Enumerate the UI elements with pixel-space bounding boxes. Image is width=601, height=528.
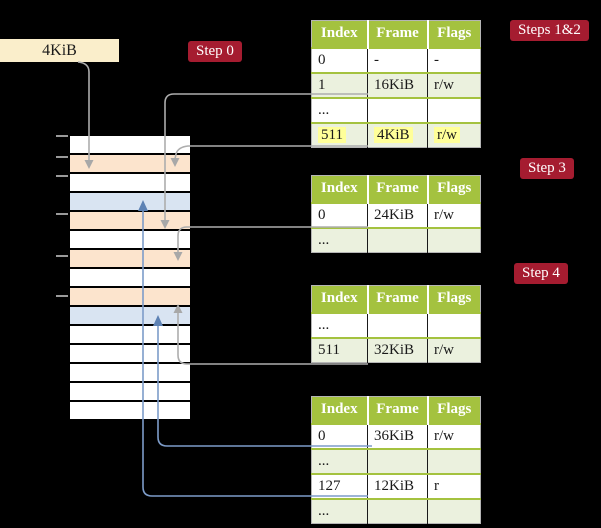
cell-index: ... <box>311 447 368 474</box>
page-table-steps-1-2: Index Frame Flags 0 - - 1 16KiB r/w ... … <box>311 20 481 148</box>
memory-row <box>70 402 190 419</box>
cell-index: 0 <box>311 201 368 228</box>
cell-flags <box>427 226 481 253</box>
memory-tick <box>56 156 68 158</box>
cell-index: 127 <box>311 472 368 499</box>
memory-row <box>70 364 190 383</box>
cell-flags: r/w <box>427 336 481 363</box>
cell-frame: 16KiB <box>367 71 428 98</box>
table-row: 0 36KiB r/w <box>311 422 481 449</box>
table-row: ... <box>311 447 481 474</box>
cell-flags <box>427 447 481 474</box>
cell-frame <box>367 447 428 474</box>
cell-flags: r/w <box>427 201 481 228</box>
table-header-row: Index Frame Flags <box>311 396 481 424</box>
cell-frame: - <box>367 46 428 73</box>
cell-index: 511 <box>311 121 368 148</box>
memory-row <box>70 174 190 193</box>
memory-row <box>70 136 190 155</box>
cell-index: ... <box>311 96 368 123</box>
cell-index: ... <box>311 311 368 338</box>
memory-row <box>70 155 190 174</box>
cell-flags: r/w <box>427 422 481 449</box>
cell-index: 511 <box>311 336 368 363</box>
memory-row <box>70 383 190 402</box>
table-row: ... <box>311 96 481 123</box>
cell-flags: r <box>427 472 481 499</box>
cell-flags: - <box>427 46 481 73</box>
cell-frame: 12KiB <box>367 472 428 499</box>
step-3-badge: Step 3 <box>520 158 574 179</box>
col-header-flags: Flags <box>427 175 481 203</box>
table-row: 1 16KiB r/w <box>311 71 481 98</box>
table-row: ... <box>311 226 481 253</box>
memory-tick <box>56 135 68 137</box>
page-table-step-4: Index Frame Flags ... 511 32KiB r/w <box>311 285 481 363</box>
col-header-index: Index <box>311 285 369 313</box>
cell-frame: 4KiB <box>367 121 428 148</box>
cell-frame <box>367 497 428 524</box>
page-size-label: 4KiB <box>42 41 77 59</box>
cell-index: 0 <box>311 46 368 73</box>
memory-tick <box>56 295 68 297</box>
page-table-final: Index Frame Flags 0 36KiB r/w ... 127 12… <box>311 396 481 524</box>
cell-index: 0 <box>311 422 368 449</box>
cell-frame <box>367 226 428 253</box>
highlighted-value: 511 <box>318 126 346 143</box>
table-header-row: Index Frame Flags <box>311 175 481 203</box>
table-row: 0 - - <box>311 46 481 73</box>
cell-frame <box>367 311 428 338</box>
col-header-index: Index <box>311 20 369 48</box>
table-row: ... <box>311 497 481 524</box>
step-4-badge: Step 4 <box>514 263 568 284</box>
col-header-frame: Frame <box>367 175 429 203</box>
memory-row <box>70 288 190 307</box>
page-size-box: 4KiB <box>0 39 119 62</box>
col-header-frame: Frame <box>367 396 429 424</box>
col-header-flags: Flags <box>427 396 481 424</box>
highlighted-value: r/w <box>434 126 460 143</box>
table-row: ... <box>311 311 481 338</box>
memory-row <box>70 307 190 326</box>
cell-frame: 36KiB <box>367 422 428 449</box>
highlighted-value: 4KiB <box>374 126 413 143</box>
table-row: 127 12KiB r <box>311 472 481 499</box>
memory-row <box>70 231 190 250</box>
cell-flags <box>427 311 481 338</box>
col-header-flags: Flags <box>427 20 481 48</box>
table-row: 511 32KiB r/w <box>311 336 481 363</box>
col-header-index: Index <box>311 175 369 203</box>
step-0-badge: Step 0 <box>188 41 242 62</box>
cell-flags: r/w <box>427 121 481 148</box>
cell-flags <box>427 497 481 524</box>
col-header-flags: Flags <box>427 285 481 313</box>
table-row: 0 24KiB r/w <box>311 201 481 228</box>
cell-frame: 24KiB <box>367 201 428 228</box>
memory-tick <box>56 175 68 177</box>
memory-row <box>70 345 190 364</box>
table-row-highlighted: 511 4KiB r/w <box>311 121 481 148</box>
cell-frame: 32KiB <box>367 336 428 363</box>
page-table-step-3: Index Frame Flags 0 24KiB r/w ... <box>311 175 481 253</box>
table-header-row: Index Frame Flags <box>311 20 481 48</box>
col-header-frame: Frame <box>367 20 429 48</box>
memory-tick <box>56 255 68 257</box>
cell-flags: r/w <box>427 71 481 98</box>
physical-memory-column <box>70 136 190 419</box>
memory-row <box>70 212 190 231</box>
cell-frame <box>367 96 428 123</box>
cell-index: ... <box>311 497 368 524</box>
memory-row <box>70 250 190 269</box>
col-header-index: Index <box>311 396 369 424</box>
steps-1-2-badge: Steps 1&2 <box>510 20 589 41</box>
col-header-frame: Frame <box>367 285 429 313</box>
table-header-row: Index Frame Flags <box>311 285 481 313</box>
cell-flags <box>427 96 481 123</box>
cell-index: 1 <box>311 71 368 98</box>
memory-row <box>70 193 190 212</box>
memory-row <box>70 326 190 345</box>
memory-row <box>70 269 190 288</box>
cell-index: ... <box>311 226 368 253</box>
memory-tick <box>56 213 68 215</box>
